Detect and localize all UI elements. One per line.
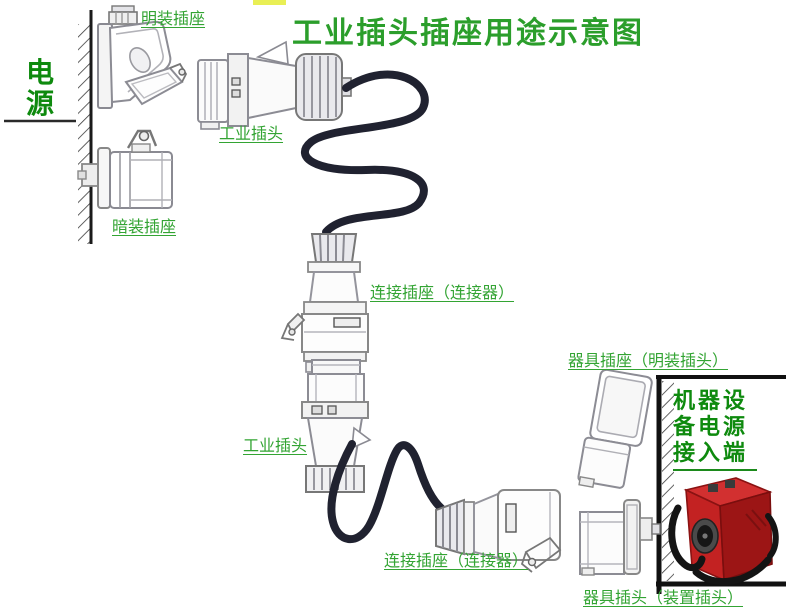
machine-power-line-2: 备电源	[673, 414, 749, 440]
industrial-plug-top-label: 工业插头	[219, 124, 284, 143]
appliance-plug-drawing	[579, 499, 661, 576]
connector-socket-bottom-drawing	[435, 489, 562, 573]
machine-drawing	[668, 477, 779, 586]
flush-socket-label: 暗装插座	[112, 217, 177, 236]
top-accent-bar	[253, 0, 286, 5]
machine-power-line-3: 接入端	[673, 440, 749, 466]
wavy-cable-bottom	[327, 440, 446, 543]
machine-power-line-1: 机器设	[673, 388, 749, 414]
flush-socket-drawing	[77, 129, 173, 209]
appliance-socket-drawing	[577, 368, 653, 489]
surface-socket-drawing	[97, 5, 188, 109]
industrial-plug-top-drawing	[197, 40, 352, 130]
connector-socket-top-label: 连接插座（连接器）	[370, 283, 515, 302]
appliance-socket-label: 器具插座（明装插头）	[568, 351, 729, 370]
connector-socket-top-drawing	[280, 233, 369, 362]
industrial-plug-bottom-label: 工业插头	[243, 436, 308, 455]
diagram-title: 工业插头插座用途示意图	[292, 16, 644, 51]
power-wall	[4, 10, 93, 244]
power-source-label: 电源	[26, 56, 55, 120]
machine-power-inlet-label: 机器设 备电源 接入端	[673, 388, 757, 471]
connector-socket-bottom-label: 连接插座（连接器）	[384, 551, 529, 570]
spiral-cable-top	[301, 70, 429, 236]
appliance-plug-label: 器具插头（装置插头）	[583, 588, 744, 607]
surface-socket-label: 明装插座	[141, 9, 206, 28]
